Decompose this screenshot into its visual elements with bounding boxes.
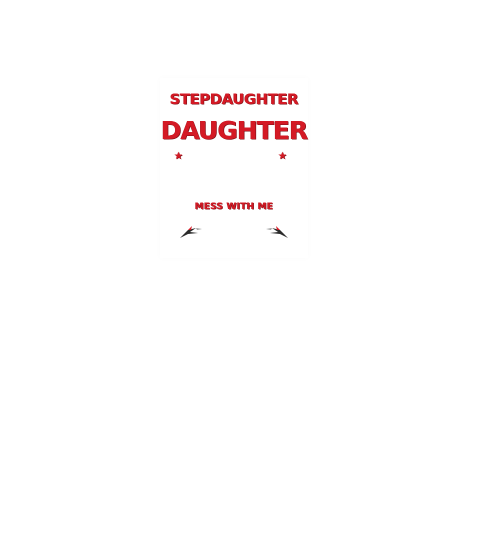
bird-icon	[266, 226, 288, 238]
tagline: MESS WITH ME	[194, 202, 274, 212]
headline-top: STEPDAUGHTER	[169, 92, 299, 108]
tshirt-design: STEPDAUGHTER DAUGHTER ★ ★ MESS WITH ME	[160, 78, 308, 258]
bird-icon	[180, 226, 202, 238]
headline-main: DAUGHTER	[160, 116, 308, 145]
star-icon: ★	[278, 151, 287, 162]
star-icon: ★	[174, 151, 183, 162]
